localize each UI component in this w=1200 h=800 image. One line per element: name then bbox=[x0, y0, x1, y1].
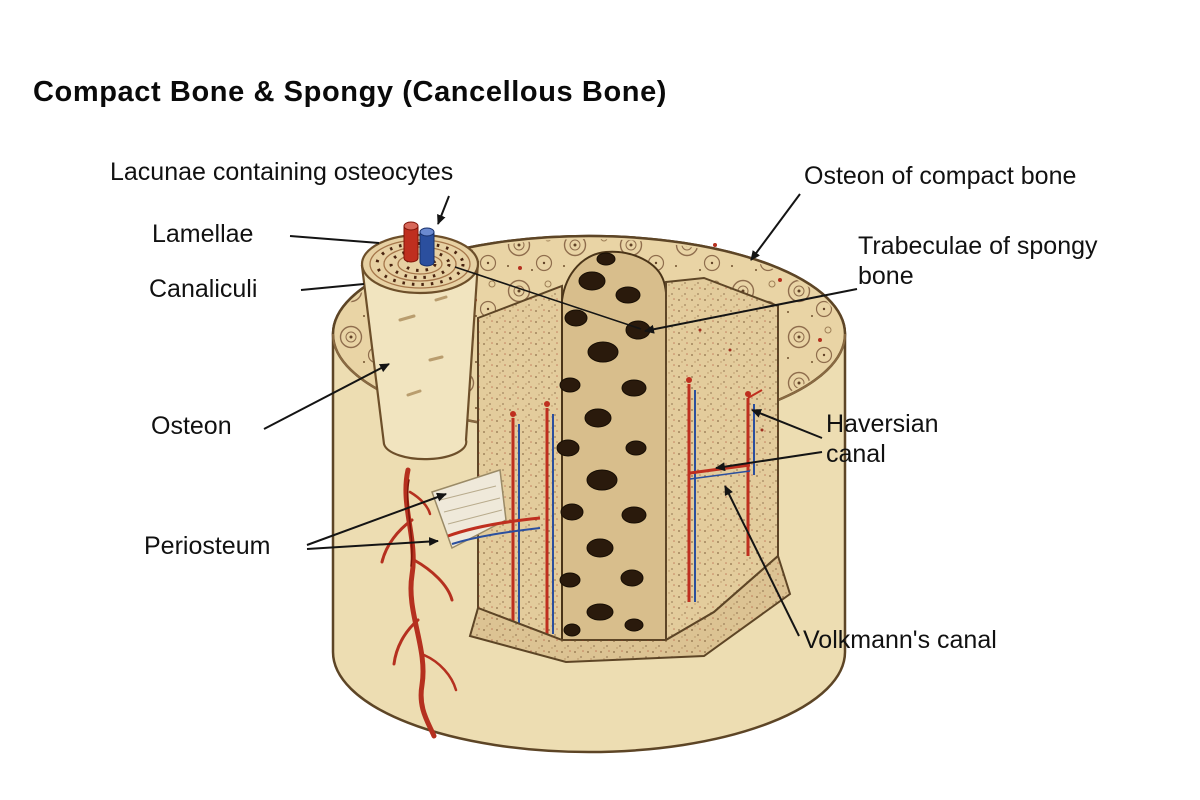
osteon-leader-line bbox=[263, 363, 390, 430]
central-canal-vessels bbox=[403, 221, 435, 267]
osteon-compact-leader-line bbox=[750, 193, 801, 261]
label-lamellae: Lamellae bbox=[152, 220, 254, 248]
cutaway-left-wall bbox=[477, 284, 563, 642]
trabeculae-leader-line bbox=[644, 288, 858, 334]
trabeculae-leader-extension bbox=[454, 266, 642, 330]
cutaway-right-wall bbox=[665, 276, 779, 642]
volkmann-leader-line bbox=[724, 485, 800, 637]
page-title: Compact Bone & Spongy (Cancellous Bone) bbox=[33, 76, 668, 108]
label-canaliculi: Canaliculi bbox=[149, 275, 258, 303]
cutaway-bottom-ledge bbox=[468, 554, 792, 664]
label-trabeculae-of-spongy-bone: Trabeculae of spongy bone bbox=[858, 232, 1098, 290]
canaliculi-leader-line bbox=[300, 283, 365, 291]
extracted-osteon-cylinder bbox=[360, 221, 480, 461]
spongy-bone-mesh bbox=[556, 250, 668, 641]
haversian-canal-left bbox=[510, 401, 554, 634]
periosteum-layer bbox=[431, 469, 541, 550]
haversian-leader-line-1 bbox=[751, 409, 823, 439]
label-osteon-of-compact-bone: Osteon of compact bone bbox=[804, 162, 1077, 190]
haversian-leader-line-2 bbox=[715, 451, 823, 472]
leader-lines bbox=[263, 193, 858, 637]
periosteum-vessel bbox=[380, 467, 458, 739]
lacunae-leader-line bbox=[437, 195, 450, 225]
periosteum-leader-line-2 bbox=[306, 537, 439, 550]
periosteum-leader-line-1 bbox=[306, 492, 447, 546]
label-volkmanns-canal: Volkmann's canal bbox=[803, 626, 997, 654]
label-periosteum: Periosteum bbox=[144, 532, 271, 560]
label-lacunae: Lacunae containing osteocytes bbox=[110, 158, 454, 186]
label-haversian-canal: Haversian canal bbox=[826, 410, 939, 468]
label-osteon: Osteon bbox=[151, 412, 232, 440]
lamellae-leader-line bbox=[289, 235, 380, 244]
haversian-canal-right bbox=[686, 377, 763, 602]
